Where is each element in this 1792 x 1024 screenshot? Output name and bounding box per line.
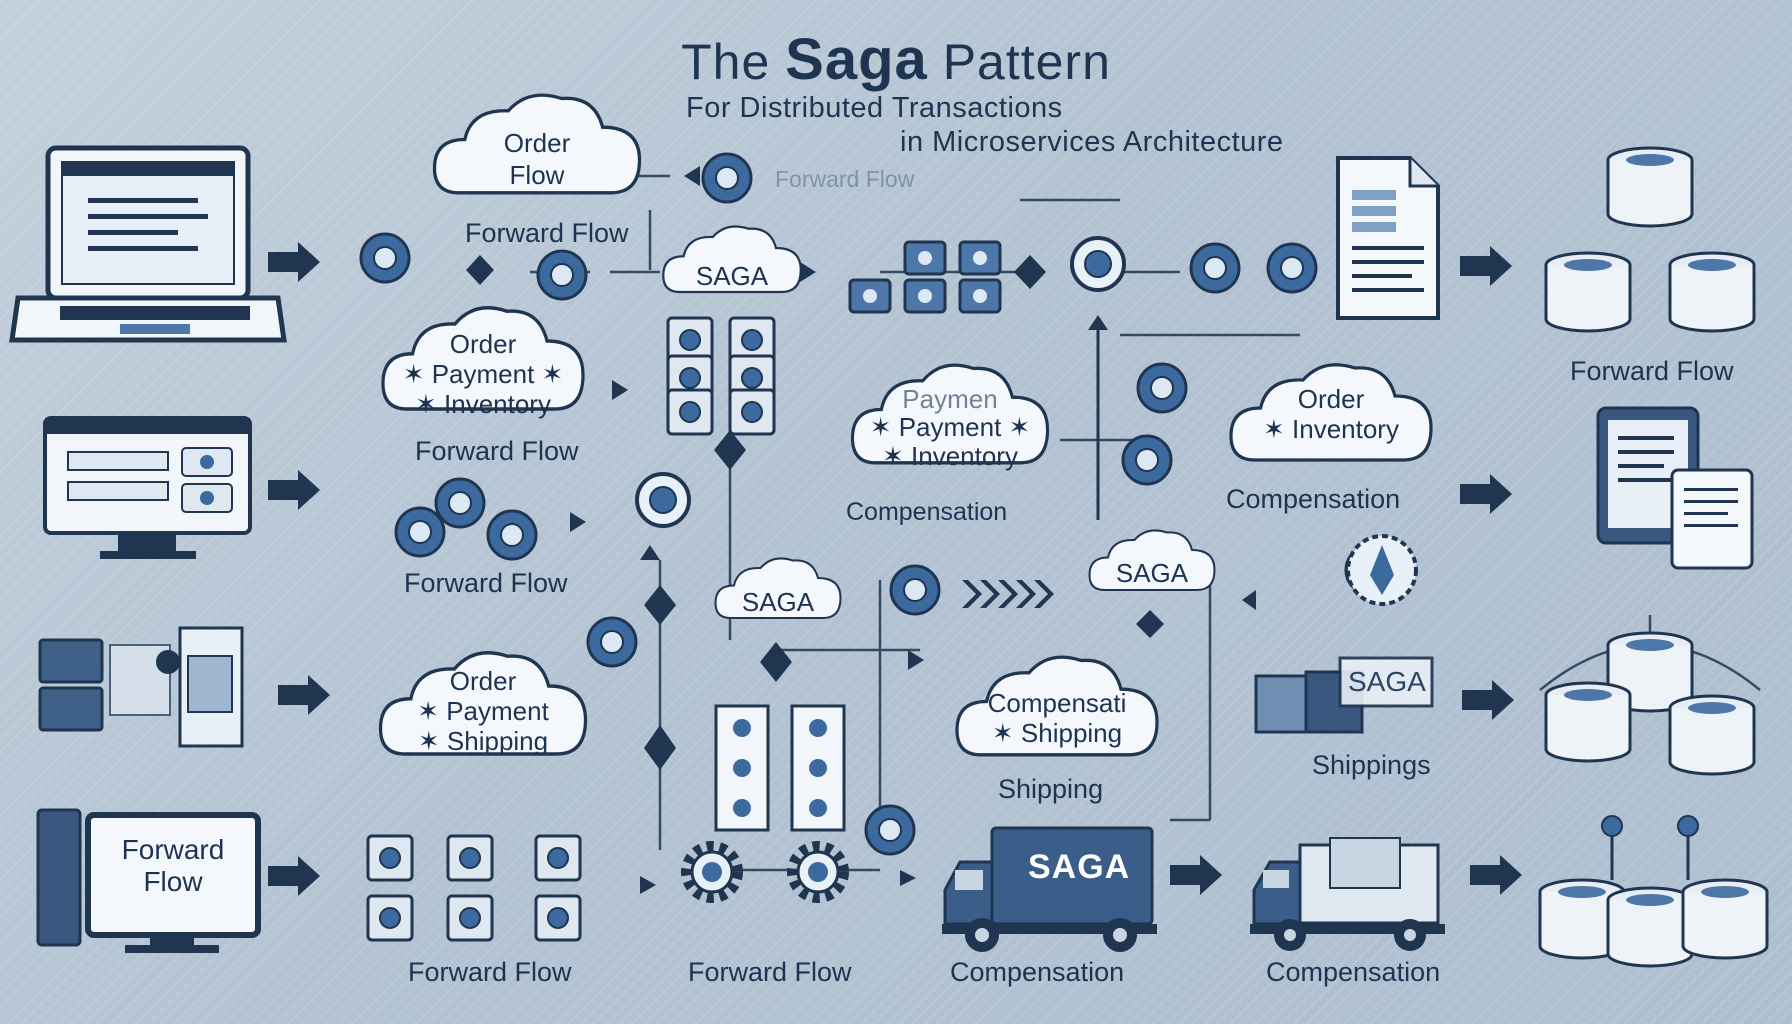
service-node-icon [434, 477, 486, 529]
label-bottom-compensation-1: Compensation [950, 957, 1125, 987]
database-stack-middle [1544, 631, 1756, 776]
small-arrow-icons [570, 166, 1256, 894]
arrow-right-icon [1462, 680, 1514, 720]
service-node-icon [701, 152, 753, 204]
laptop-icon [9, 145, 287, 343]
cloud-c3-line1: SAGA [696, 261, 769, 291]
gear-icon [792, 846, 844, 898]
arrow-right-icon [278, 675, 330, 715]
service-node-icon [1189, 242, 1241, 294]
cloud-c4-line1: Paymen [902, 384, 997, 414]
monitor-text: Forward Flow [94, 834, 252, 898]
cloud-c9-line2: ✶ Shipping [992, 718, 1122, 748]
service-node-icon [359, 232, 411, 284]
cloud-c4-line2: ✶ Payment ✶ [870, 412, 1031, 442]
service-node-icon [536, 249, 588, 301]
label-compensation-1: Compensation [846, 498, 1008, 526]
label-shipping: Shipping [998, 774, 1104, 804]
arrow-right-icon [1170, 855, 1222, 895]
monitor-text-line1: Forward [121, 834, 225, 865]
database-stack-bottom [1538, 815, 1769, 968]
cloud-c1-line1: Order [504, 128, 571, 158]
label-forward-flow-3: Forward Flow [404, 568, 568, 598]
label-bottom-forward-1: Forward Flow [408, 957, 572, 987]
cloud-c2-line2: ✶ Payment ✶ [403, 359, 564, 389]
service-grid-left [666, 316, 776, 436]
cloud-c9-line1: Compensati [988, 688, 1127, 718]
desktop-computer-icon [36, 808, 261, 953]
truck-saga-label: SAGA [1028, 848, 1131, 886]
cloud-c2-line3: ✶ Inventory [415, 389, 551, 419]
subtitle-line-1: For Distributed Transactions [686, 92, 1063, 124]
arrow-right-icon [1460, 246, 1512, 286]
service-panels-icon [38, 626, 244, 748]
saga-box-label: SAGA [1348, 666, 1426, 697]
service-grid-top [848, 240, 1002, 314]
compass-gear-icon [1346, 534, 1418, 606]
monitor-text-line2: Flow [143, 866, 203, 897]
service-grid-middle [714, 704, 846, 832]
delivery-truck-icon [1250, 837, 1445, 951]
decision-diamond-icon [466, 255, 1164, 770]
label-forward-flow-faded: Forward Flow [775, 166, 915, 192]
cloud-c5-line2: ✶ Inventory [1263, 414, 1399, 444]
service-node-icon [486, 509, 538, 561]
service-node-icon [394, 506, 446, 558]
arrow-right-icon [1470, 855, 1522, 895]
service-node-icon [1070, 236, 1126, 292]
label-compensation-2: Compensation [1226, 484, 1401, 514]
label-bottom-compensation-2: Compensation [1266, 957, 1441, 987]
gear-icon [686, 846, 738, 898]
label-forward-flow-2: Forward Flow [415, 436, 579, 466]
arrow-right-icon [268, 470, 320, 510]
cloud-c2-line1: Order [450, 329, 517, 359]
page-title: The Saga Pattern [681, 27, 1111, 92]
browser-window-icon [43, 416, 252, 559]
service-node-icon [1266, 242, 1318, 294]
tablet-icon [1596, 406, 1754, 570]
cloud-c1-line2: Flow [510, 160, 565, 190]
cloud-c8-line3: ✶ Shipping [418, 726, 548, 756]
subtitle-line-2: in Microservices Architecture [900, 126, 1284, 158]
label-shippings: Shippings [1312, 750, 1431, 780]
document-icon [1336, 156, 1440, 320]
arrow-right-icon [268, 242, 320, 282]
service-grid-bottom [366, 834, 582, 942]
cloud-c8-line1: Order [450, 666, 517, 696]
database-stack-top [1544, 146, 1756, 333]
label-bottom-forward-2: Forward Flow [688, 957, 852, 987]
service-node-icon [586, 616, 638, 668]
cloud-c8-line2: ✶ Payment [417, 696, 549, 726]
cloud-c7-line1: SAGA [742, 587, 815, 617]
arrow-right-icon [1460, 474, 1512, 514]
arrow-right-icon [268, 856, 320, 896]
cloud-c5-line1: Order [1298, 384, 1365, 414]
label-forward-flow-right: Forward Flow [1570, 356, 1734, 386]
label-forward-flow-1: Forward Flow [465, 218, 629, 248]
cloud-c4-line3: ✶ Inventory [882, 441, 1018, 471]
service-node-icon [864, 804, 916, 856]
service-node-icon [1121, 434, 1173, 486]
service-node-icon [1136, 362, 1188, 414]
cloud-c6-line1: SAGA [1116, 558, 1189, 588]
service-node-icon [889, 564, 941, 616]
saga-truck-icon [942, 826, 1157, 952]
service-node-icon [635, 472, 691, 528]
chevron-arrows [962, 580, 1054, 608]
shipping-boxes-icon [1254, 656, 1434, 734]
